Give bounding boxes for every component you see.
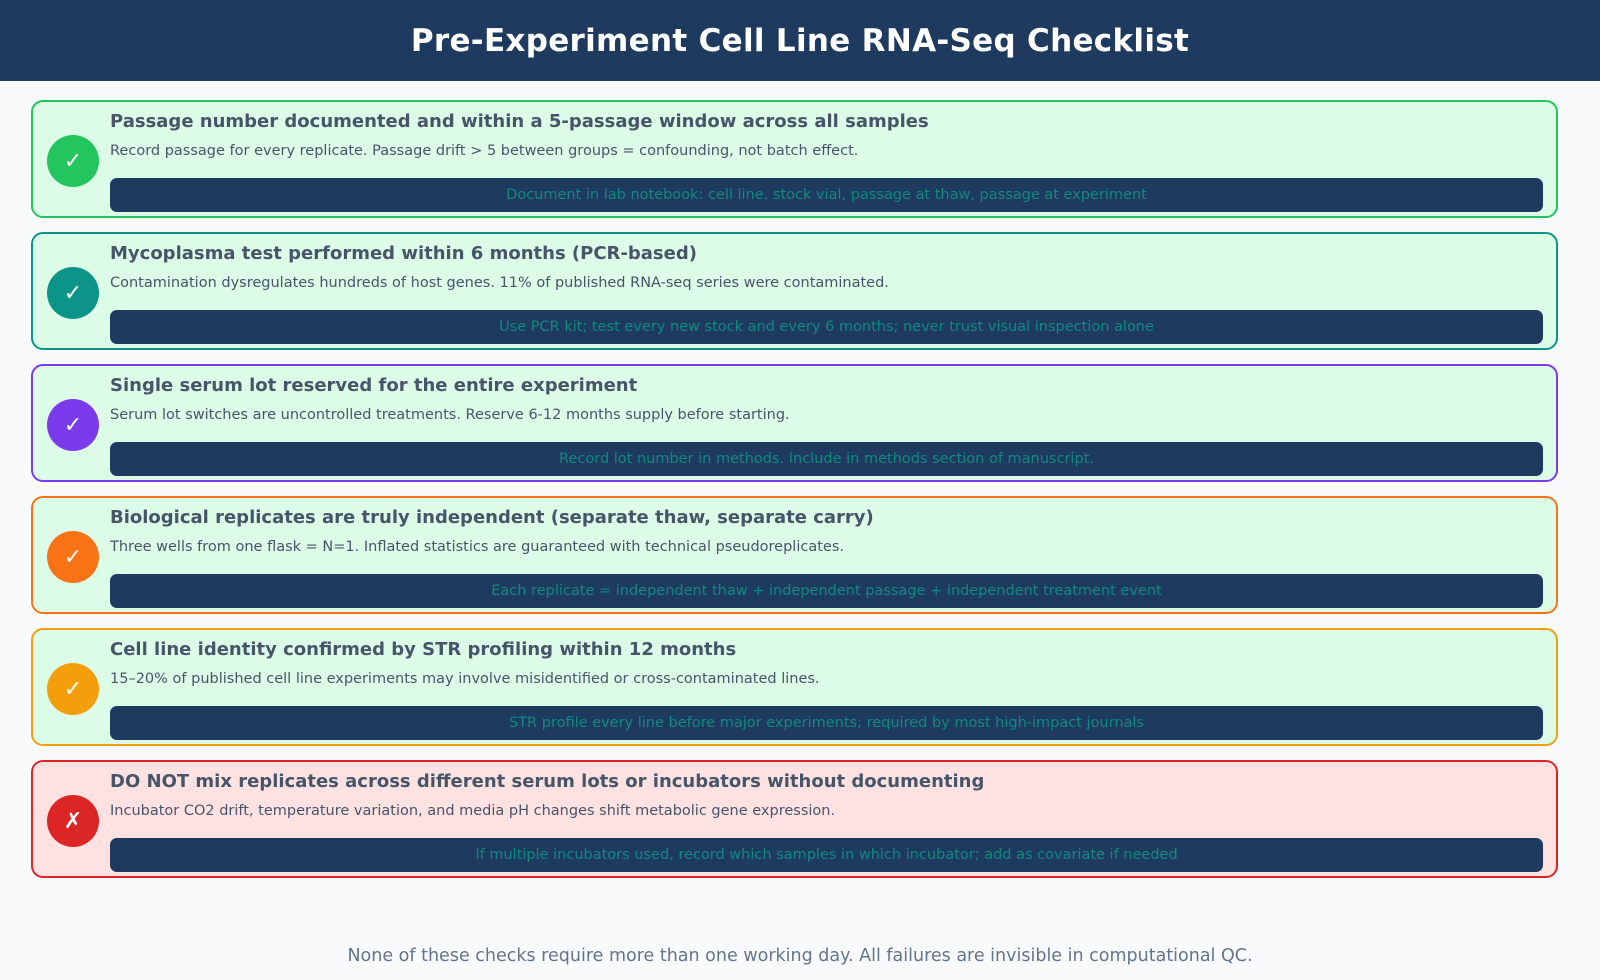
footer-note: None of these checks require more than o… bbox=[347, 946, 1253, 966]
checklist-item: ✓ Single serum lot reserved for the enti… bbox=[31, 364, 1558, 482]
checklist-item: ✗ DO NOT mix replicates across different… bbox=[31, 760, 1558, 878]
check-icon: ✓ bbox=[47, 135, 99, 187]
item-description: Contamination dysregulates hundreds of h… bbox=[110, 275, 889, 291]
item-description: 15–20% of published cell line experiment… bbox=[110, 671, 820, 687]
item-title: Passage number documented and within a 5… bbox=[110, 111, 929, 132]
page-title: Pre-Experiment Cell Line RNA-Seq Checkli… bbox=[410, 22, 1190, 59]
item-title: Biological replicates are truly independ… bbox=[110, 507, 874, 528]
checklist-item: ✓ Mycoplasma test performed within 6 mon… bbox=[31, 232, 1558, 350]
item-title: Mycoplasma test performed within 6 month… bbox=[110, 243, 697, 264]
item-description: Incubator CO2 drift, temperature variati… bbox=[110, 803, 836, 819]
checklist-item: ✓ Passage number documented and within a… bbox=[31, 100, 1558, 218]
item-action: Each replicate = independent thaw + inde… bbox=[110, 574, 1543, 608]
item-action: Document in lab notebook: cell line, sto… bbox=[110, 178, 1543, 212]
item-description: Record passage for every replicate. Pass… bbox=[110, 143, 859, 159]
item-description: Serum lot switches are uncontrolled trea… bbox=[110, 407, 790, 423]
item-action: If multiple incubators used, record whic… bbox=[110, 838, 1543, 872]
item-description: Three wells from one flask = N=1. Inflat… bbox=[110, 539, 844, 555]
item-action: STR profile every line before major expe… bbox=[110, 706, 1543, 740]
item-action: Use PCR kit; test every new stock and ev… bbox=[110, 310, 1543, 344]
item-action: Record lot number in methods. Include in… bbox=[110, 442, 1543, 476]
checklist-item: ✓ Biological replicates are truly indepe… bbox=[31, 496, 1558, 614]
item-title: Single serum lot reserved for the entire… bbox=[110, 375, 638, 396]
item-title: DO NOT mix replicates across different s… bbox=[110, 771, 985, 792]
check-icon: ✓ bbox=[47, 663, 99, 715]
checklist-item: ✓ Cell line identity confirmed by STR pr… bbox=[31, 628, 1558, 746]
check-icon: ✓ bbox=[47, 531, 99, 583]
check-icon: ✓ bbox=[47, 267, 99, 319]
page-header: Pre-Experiment Cell Line RNA-Seq Checkli… bbox=[0, 0, 1600, 81]
cross-icon: ✗ bbox=[47, 795, 99, 847]
item-title: Cell line identity confirmed by STR prof… bbox=[110, 639, 737, 660]
check-icon: ✓ bbox=[47, 399, 99, 451]
